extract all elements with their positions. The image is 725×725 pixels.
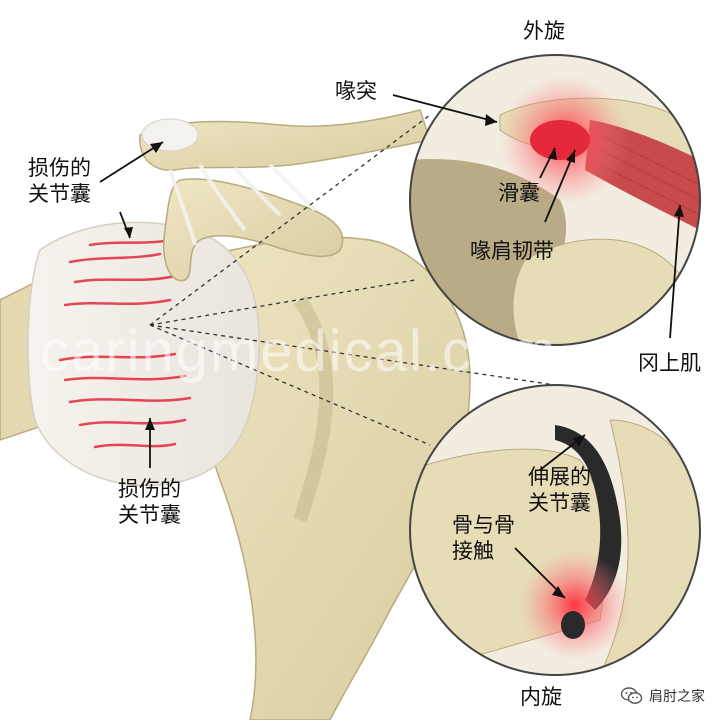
coracoid-bone [163, 178, 344, 282]
label-external-rotation: 外旋 [523, 19, 565, 43]
label-supraspinatus: 冈上肌 [638, 351, 701, 375]
label-bursa: 滑囊 [498, 181, 540, 205]
ligaments [168, 163, 317, 246]
acromion [139, 109, 431, 171]
label-stretched-capsule: 伸展的 关节囊 [528, 465, 591, 515]
brand-name: 肩肘之家 [649, 689, 705, 705]
internal-rotation-inset [409, 384, 701, 676]
label-coracoacromial-ligament: 喙肩韧带 [470, 239, 554, 263]
label-bone-contact: 骨与骨 接触 [452, 513, 515, 563]
arrowheads [124, 114, 684, 598]
label-coracoid: 喙突 [335, 79, 377, 103]
brand-badge: 肩肘之家 [621, 686, 705, 706]
label-injured-capsule-bottom: 损伤的 关节囊 [118, 477, 181, 527]
projection-lines [149, 114, 556, 446]
label-internal-rotation: 内旋 [520, 685, 562, 709]
wechat-icon [621, 687, 643, 704]
label-injured-capsule-top: 损伤的 关节囊 [28, 156, 91, 206]
